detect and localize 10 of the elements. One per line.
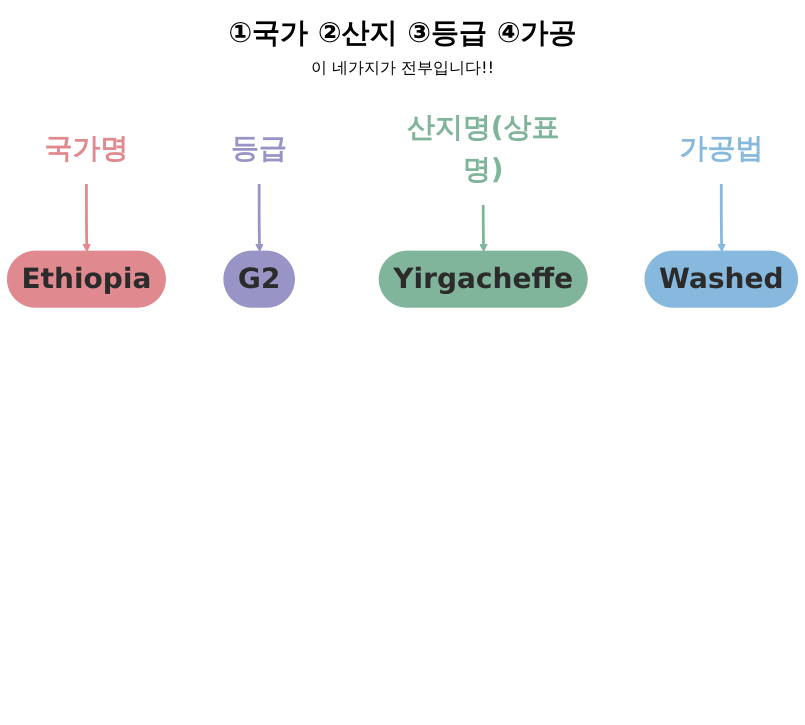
arrow [82,184,91,252]
arrow [255,184,264,252]
arrow [718,184,726,252]
note-text: 이 네가지가 전부입니다!! [311,58,494,79]
arrow [479,204,488,252]
title: ①국가 ②산지 ③등급 ④가공 [227,15,578,51]
node-text: 국가명 [44,132,128,165]
node-text: 산지명(상표명) [406,111,560,186]
node-text: 가공법 [679,132,764,165]
node-text: 등급 [231,132,288,165]
